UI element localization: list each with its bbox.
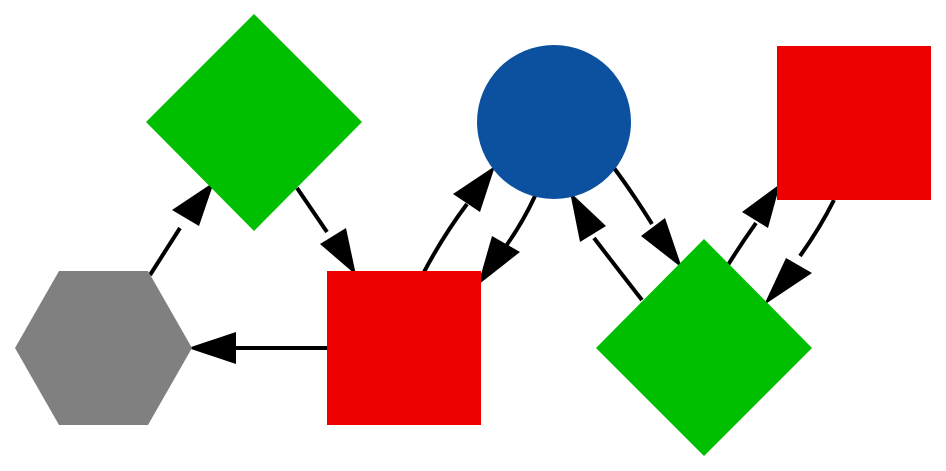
arrowhead-hexagon-to-diamond-top	[172, 182, 214, 226]
arrowhead-square-center-to-hexagon	[188, 332, 236, 364]
edge-hexagon-to-diamond-top	[148, 226, 182, 277]
node-circle	[477, 45, 631, 199]
edges	[148, 166, 836, 364]
edge-diamond-bottom-to-square-right	[726, 221, 758, 267]
arrowhead-diamond-top-to-square-center	[320, 228, 356, 275]
edge-circle-to-square-center	[504, 195, 537, 248]
node-diamond-top	[146, 14, 362, 231]
node-square-right	[777, 46, 931, 200]
arrowhead-diamond-bottom-to-circle	[570, 192, 606, 242]
edge-square-right-to-diamond-bottom	[798, 199, 836, 258]
edge-diamond-top-to-square-center	[295, 186, 329, 234]
arrowhead-circle-to-square-center	[478, 236, 520, 285]
nodes	[15, 14, 931, 456]
arrowhead-diamond-bottom-to-square-right	[742, 184, 780, 228]
arrowhead-square-center-to-circle	[453, 166, 495, 212]
node-square-center	[327, 271, 481, 425]
node-hexagon	[15, 271, 192, 425]
arrowhead-square-right-to-diamond-bottom	[764, 258, 812, 305]
node-diamond-bottom	[596, 239, 812, 456]
arrowhead-circle-to-diamond-bottom	[641, 218, 682, 268]
edge-circle-to-diamond-bottom	[612, 166, 654, 226]
edge-square-center-to-circle	[422, 202, 469, 273]
edge-diamond-bottom-to-circle	[592, 236, 644, 302]
